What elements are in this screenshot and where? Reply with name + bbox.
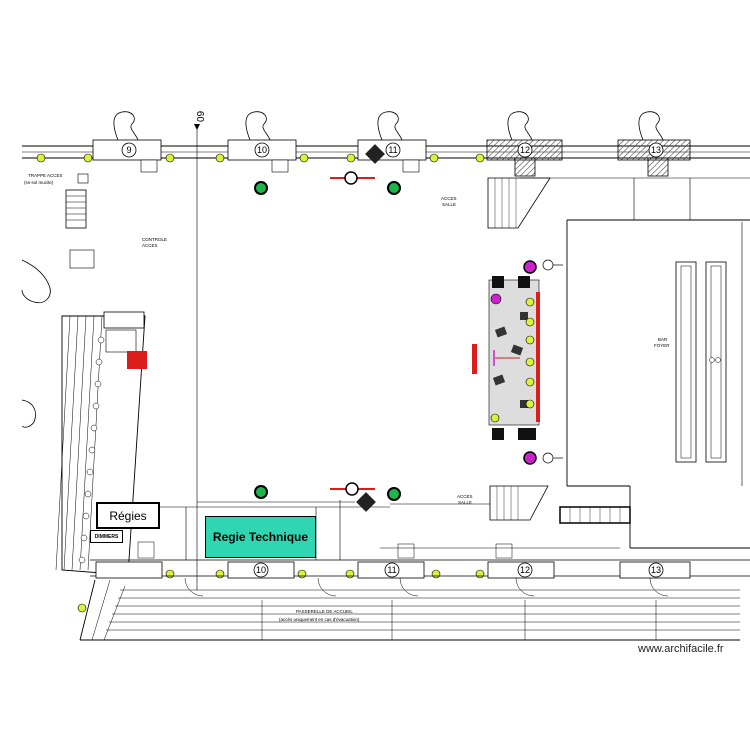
- fixture-green-icon: [387, 487, 401, 501]
- fixture-yellow-icon: [490, 413, 500, 423]
- fixture-yellow-icon: [165, 569, 175, 579]
- fixture-yellow-icon: [215, 569, 225, 579]
- top-wall-fixtures: [77, 159, 420, 184]
- fixture-yellow-icon: [346, 153, 356, 163]
- acces-label: ACCES: [142, 243, 158, 248]
- left-curved-walls: [21, 259, 51, 428]
- trappe-sub-label: (ss-sol mucite): [24, 180, 54, 185]
- trappe-stair: [65, 189, 87, 229]
- red-panel: [127, 351, 147, 369]
- bar-label: BAR: [658, 337, 668, 342]
- fixture-yellow-icon: [299, 153, 309, 163]
- fixture-magenta-icon: [490, 293, 502, 305]
- fixture-yellow-icon: [525, 335, 535, 345]
- magenta-fixtures: [490, 260, 537, 465]
- passerelle-label: PASSERELLE DE ACCUEIL: [296, 609, 353, 614]
- stand-fixtures: [542, 259, 563, 464]
- fixture-green-icon: [254, 181, 268, 195]
- acces-salle-top-label: ACCES: [441, 196, 457, 201]
- trappe-label: TRAPPE ACCES: [28, 173, 63, 178]
- regies-block: Régies: [96, 502, 160, 529]
- salle-bottom-label: SALLE: [458, 500, 472, 505]
- control-booth: [69, 249, 95, 269]
- fixture-yellow-icon: [297, 569, 307, 579]
- fixture-yellow-icon: [525, 317, 535, 327]
- speaker-units: [330, 144, 385, 512]
- fixture-yellow-icon: [525, 377, 535, 387]
- axis-12: 12: [520, 145, 530, 155]
- axis-11: 11: [388, 145, 397, 155]
- fixture-yellow-icon: [525, 399, 535, 409]
- bottom-axis-markers: 10 11 12 13: [253, 562, 664, 578]
- bottom-seating-rows: [79, 579, 740, 641]
- axis-10: 10: [257, 145, 267, 155]
- fixture-green-icon: [254, 485, 268, 499]
- watermark: www.archifacile.fr: [638, 643, 724, 655]
- acces-salle-bottom-label: ACCES: [457, 494, 473, 499]
- stair-bottom-right: [390, 485, 631, 524]
- fixture-yellow-icon: [525, 297, 535, 307]
- bottom-axis-10: 10: [256, 565, 266, 575]
- fixture-yellow-icon: [83, 153, 93, 163]
- left-block-markers: [78, 336, 105, 564]
- fixture-yellow-icon: [431, 569, 441, 579]
- top-axis-markers: 9 10 11 12 13: [121, 142, 664, 158]
- regie-technique-block: Regie Technique: [205, 516, 316, 558]
- fixture-yellow-icon: [475, 153, 485, 163]
- bottom-axis-11: 11: [387, 565, 396, 575]
- axis-13: 13: [651, 145, 661, 155]
- fixture-yellow-icon: [165, 153, 175, 163]
- stair-top-right: [487, 177, 551, 229]
- axis-arrow-icon: [194, 124, 200, 130]
- foyer-label: FOYER: [654, 343, 670, 348]
- door-swings: [184, 577, 669, 597]
- fixture-green-icon: [387, 181, 401, 195]
- fixture-yellow-icon: [429, 153, 439, 163]
- fixture-yellow-icon: [36, 153, 46, 163]
- fixture-magenta-icon: [523, 451, 537, 465]
- dimmers-block: DIMMERS: [90, 530, 123, 543]
- fixture-magenta-icon: [523, 260, 537, 274]
- axis-label-09: 09: [196, 110, 207, 122]
- controle-label: CONTROLE: [142, 237, 167, 242]
- salle-top-label: SALLE: [442, 202, 456, 207]
- fixture-yellow-icon: [475, 569, 485, 579]
- green-fixtures: [254, 181, 401, 501]
- axis-9: 9: [126, 145, 131, 155]
- bottom-axis-12: 12: [520, 565, 530, 575]
- passerelle-note: (accès uniquement en cas d'évacuation): [279, 617, 360, 622]
- room-outline: [160, 500, 390, 560]
- fixture-yellow-icon: [77, 603, 87, 613]
- fixture-yellow-icon: [215, 153, 225, 163]
- fixture-yellow-icon: [345, 569, 355, 579]
- bottom-axis-13: 13: [651, 565, 661, 575]
- fixture-yellow-icon: [525, 357, 535, 367]
- right-area-walls: [520, 177, 750, 549]
